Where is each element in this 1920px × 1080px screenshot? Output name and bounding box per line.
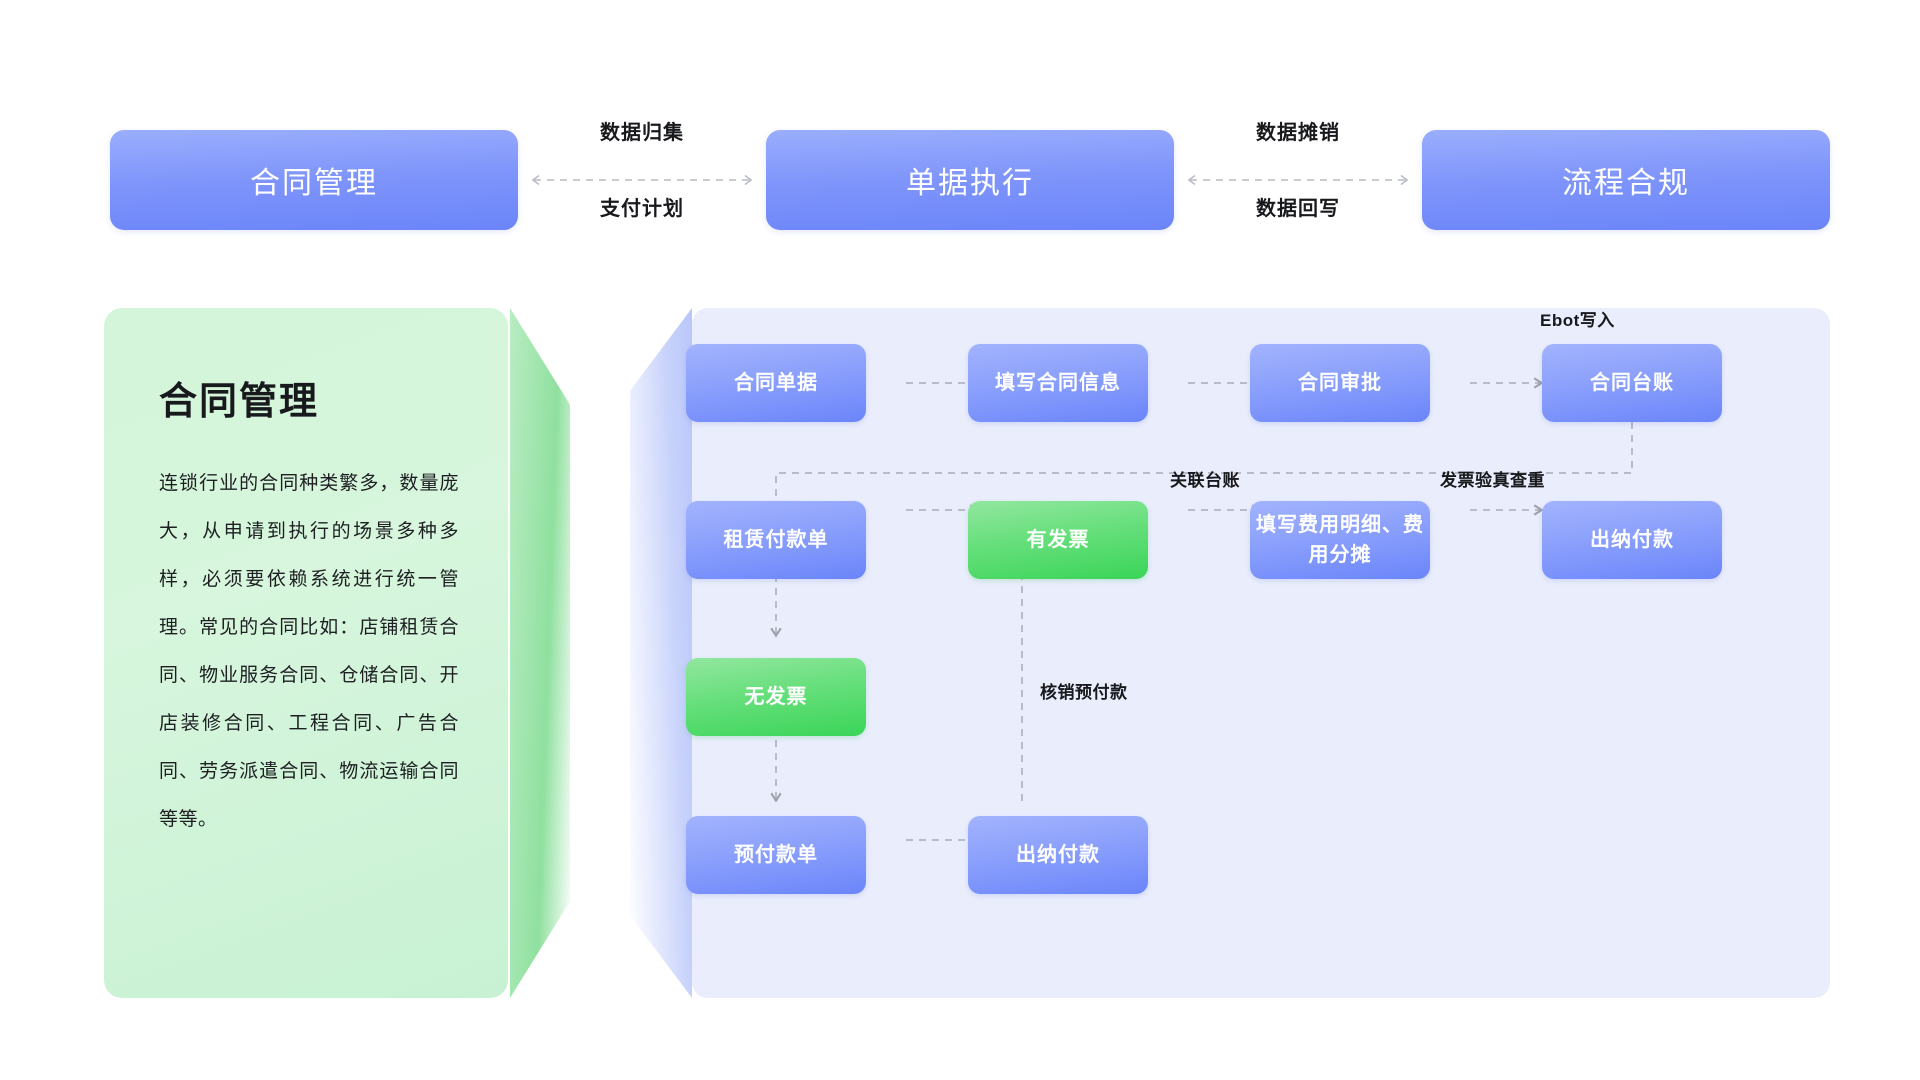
- stage-box-label: 合同管理: [250, 167, 378, 200]
- contract-flow-panel: 合同单据 填写合同信息 合同审批 合同台账 租赁付款单 有发票 填写费用明细、费…: [630, 308, 1830, 998]
- flow-node-contract-ledger[interactable]: 合同台账: [1542, 344, 1722, 422]
- stage-box-process-compliance[interactable]: 流程合规: [1422, 130, 1830, 230]
- card-fold-decoration: [510, 308, 570, 998]
- flow-edge-label-invoice-verify: 发票验真查重: [1440, 471, 1545, 490]
- flow-node-label: 出纳付款: [1016, 844, 1100, 866]
- stage-box-label: 流程合规: [1562, 167, 1690, 200]
- top-stage-row: 合同管理 数据归集 支付计划 单据执行 数据摊销 数据回写 流程合规: [110, 122, 1830, 240]
- flow-node-label: 租赁付款单: [723, 529, 829, 551]
- flow-node-label: 合同单据: [734, 372, 818, 394]
- stage-connector-1-bottom-label: 支付计划: [600, 198, 684, 220]
- flow-node-label: 出纳付款: [1590, 529, 1674, 551]
- stage-connector-2-bottom-label: 数据回写: [1256, 198, 1340, 220]
- flow-edge-label-ebot-write: Ebot写入: [1540, 311, 1615, 330]
- stage-connector-1: 数据归集 支付计划: [518, 122, 766, 230]
- card-description: 连锁行业的合同种类繁多，数量庞大，从申请到执行的场景多种多样，必须要依赖系统进行…: [159, 473, 459, 830]
- flow-canvas: 合同单据 填写合同信息 合同审批 合同台账 租赁付款单 有发票 填写费用明细、费…: [686, 308, 1830, 998]
- stage-box-label: 单据执行: [906, 167, 1034, 200]
- stage-box-document-execution[interactable]: 单据执行: [766, 130, 1174, 230]
- stage-connector-1-top-label: 数据归集: [600, 122, 684, 144]
- flow-node-cashier-payment-upper[interactable]: 出纳付款: [1542, 501, 1722, 579]
- flow-node-cashier-payment-lower[interactable]: 出纳付款: [968, 816, 1148, 894]
- flow-node-contract-approval[interactable]: 合同审批: [1250, 344, 1430, 422]
- stage-connector-2: 数据摊销 数据回写: [1174, 122, 1422, 230]
- flow-edge-label-link-ledger: 关联台账: [1170, 471, 1240, 490]
- flow-node-contract-document[interactable]: 合同单据: [686, 344, 866, 422]
- flow-node-label: 填写费用明细、费用分摊: [1256, 514, 1424, 566]
- flow-node-fill-expense-detail[interactable]: 填写费用明细、费用分摊: [1250, 501, 1430, 579]
- flow-node-label: 预付款单: [734, 844, 818, 866]
- bidirectional-arrow-icon: [1187, 174, 1409, 186]
- card-surface: 合同管理 连锁行业的合同种类繁多，数量庞大，从申请到执行的场景多种多样，必须要依…: [104, 308, 508, 998]
- flow-node-label: 有发票: [1026, 529, 1090, 551]
- card-title: 合同管理: [159, 381, 320, 423]
- bidirectional-arrow-icon: [531, 174, 753, 186]
- flow-node-fill-contract-info[interactable]: 填写合同信息: [968, 344, 1148, 422]
- stage-connector-2-top-label: 数据摊销: [1256, 122, 1340, 144]
- flow-edge-label-writeoff-prepay: 核销预付款: [1040, 683, 1128, 702]
- flow-node-label: 无发票: [744, 686, 808, 708]
- flow-node-label: 合同审批: [1298, 372, 1382, 394]
- flow-node-has-invoice[interactable]: 有发票: [968, 501, 1148, 579]
- panel-notch-decoration: [630, 308, 692, 998]
- flow-node-lease-payment-order[interactable]: 租赁付款单: [686, 501, 866, 579]
- stage-box-contract-management[interactable]: 合同管理: [110, 130, 518, 230]
- flow-node-label: 合同台账: [1590, 372, 1674, 394]
- flow-node-no-invoice[interactable]: 无发票: [686, 658, 866, 736]
- contract-management-card: 合同管理 连锁行业的合同种类繁多，数量庞大，从申请到执行的场景多种多样，必须要依…: [104, 308, 570, 998]
- flow-node-label: 填写合同信息: [995, 372, 1121, 394]
- flow-node-prepayment-order[interactable]: 预付款单: [686, 816, 866, 894]
